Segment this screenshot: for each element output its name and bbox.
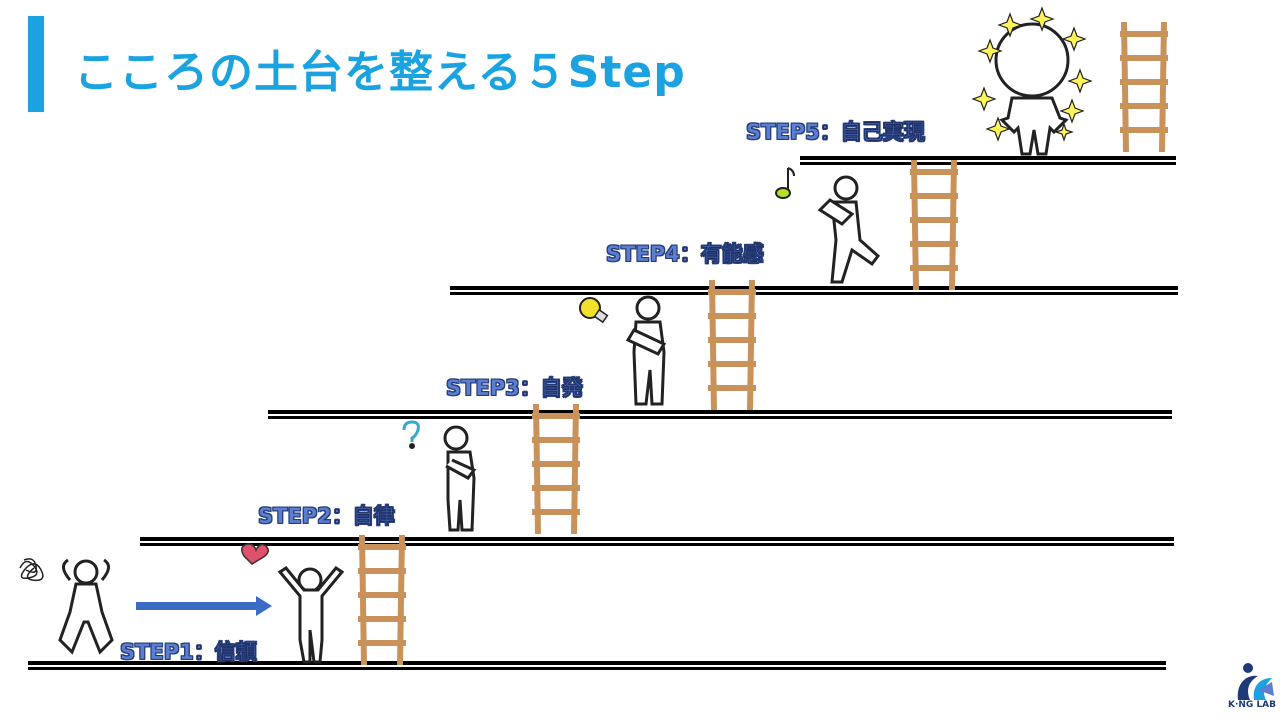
step-label-2: STEP2：自律 [258, 504, 395, 528]
floor-5 [800, 156, 1176, 165]
floor-2 [140, 537, 1174, 546]
tangle-icon [19, 558, 44, 582]
figure-1 [58, 558, 114, 655]
arrow-icon [136, 596, 272, 616]
ladder-icon-5 [1120, 22, 1168, 152]
ladder-icon-1 [358, 535, 406, 665]
floor-4 [450, 286, 1178, 295]
figure-3 [443, 425, 477, 532]
title-accent-bar [28, 16, 44, 112]
heart-icon [241, 543, 269, 565]
question-mark-icon [402, 420, 420, 449]
page-title: こころの土台を整える５Step [74, 47, 686, 98]
ladder-icon-2 [532, 404, 580, 534]
step-label-3: STEP3：自発 [446, 376, 583, 400]
floor-3 [268, 410, 1172, 419]
step-label-5: STEP5：自己実現 [746, 120, 925, 144]
step-label-1: STEP1：信頼 [120, 640, 257, 664]
ladder-icon-3 [708, 280, 756, 410]
light-bulb-icon [579, 297, 609, 324]
ladder-icon-4 [910, 160, 958, 290]
step-label-4: STEP4：有能感 [606, 242, 764, 266]
sparkle-icon [971, 6, 1093, 142]
logo-text: K·NG LAB [1228, 700, 1277, 710]
figure-2 [277, 565, 345, 664]
figure-4 [625, 295, 667, 406]
figure-5 [817, 175, 881, 284]
music-note-icon [775, 167, 795, 199]
figure-6 [994, 22, 1070, 156]
king-lab-logo [1237, 663, 1274, 700]
floor-1 [28, 661, 1166, 670]
